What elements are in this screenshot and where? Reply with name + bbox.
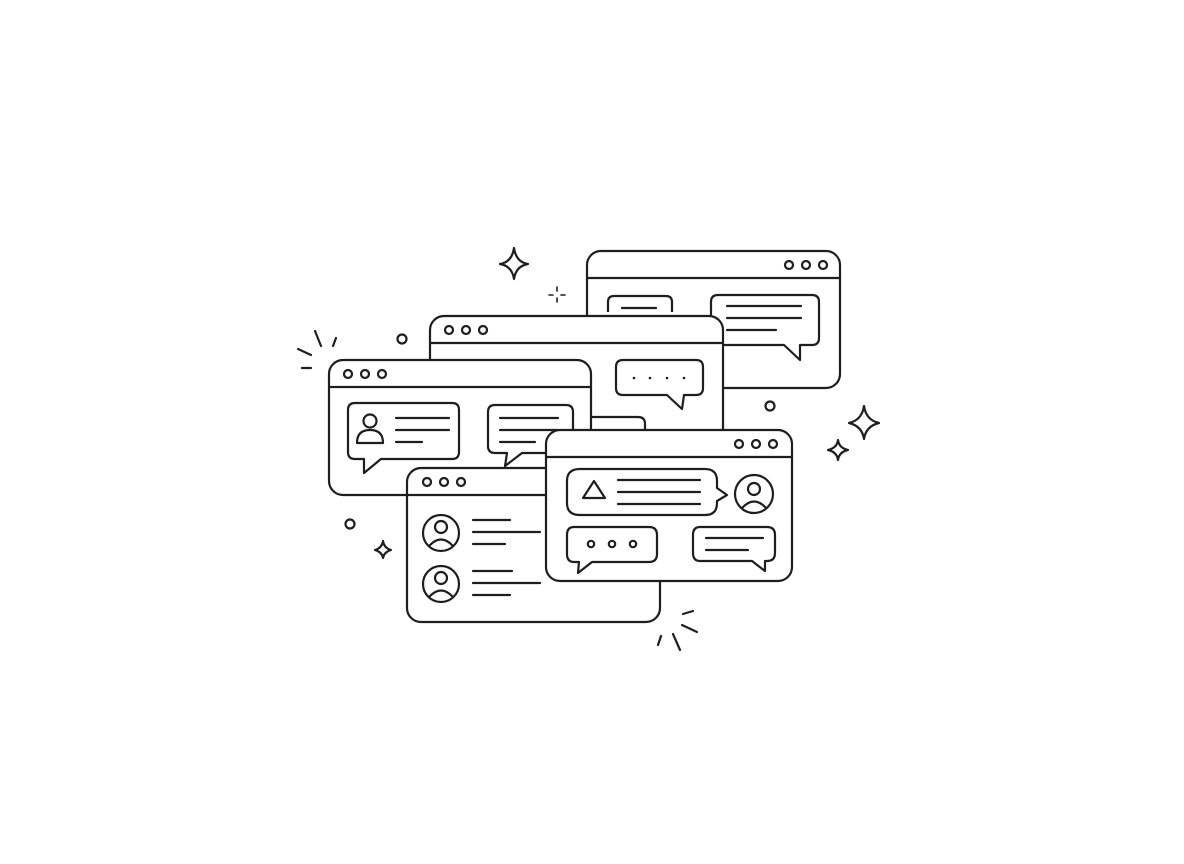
- window-dot-icon: [443, 324, 455, 336]
- sparkle-icon: [847, 404, 881, 441]
- window-left: [327, 358, 647, 497]
- sparkle-icon: [826, 438, 850, 462]
- window-dot-icon: [800, 259, 812, 271]
- sparkle-icon: [373, 539, 393, 560]
- window-dot-icon: [733, 438, 745, 450]
- sparkle-icon: [498, 246, 530, 281]
- decor-circle-icon: [764, 400, 776, 412]
- small-sparkle-icon: [548, 286, 566, 303]
- chat-bubble-icon: [606, 294, 674, 312]
- window-dot-icon: [817, 259, 829, 271]
- window-dot-icon: [455, 476, 467, 488]
- window-dot-icon: [783, 259, 795, 271]
- window-dot-icon: [421, 476, 433, 488]
- warning-triangle-icon: [581, 479, 607, 500]
- window-dot-icon: [767, 438, 779, 450]
- chat-bubble-icon: [709, 293, 821, 362]
- user-avatar-icon: [421, 564, 461, 604]
- window-dot-icon: [376, 368, 388, 380]
- decor-circle-icon: [396, 333, 408, 345]
- burst-lines-icon: [296, 329, 338, 370]
- window-dot-icon: [342, 368, 354, 380]
- user-avatar-icon: [362, 413, 378, 429]
- window-dot-icon: [460, 324, 472, 336]
- window-dot-icon: [359, 368, 371, 380]
- user-avatar-icon: [733, 473, 775, 515]
- burst-lines-icon: [656, 609, 699, 652]
- window-dot-icon: [438, 476, 450, 488]
- decor-circle-icon: [344, 518, 356, 530]
- window-dot-icon: [477, 324, 489, 336]
- typing-dots-icon: [565, 525, 659, 575]
- window-dot-icon: [750, 438, 762, 450]
- window-front: [544, 428, 794, 583]
- typing-dots-icon: [614, 358, 705, 411]
- user-avatar-icon: [421, 513, 461, 553]
